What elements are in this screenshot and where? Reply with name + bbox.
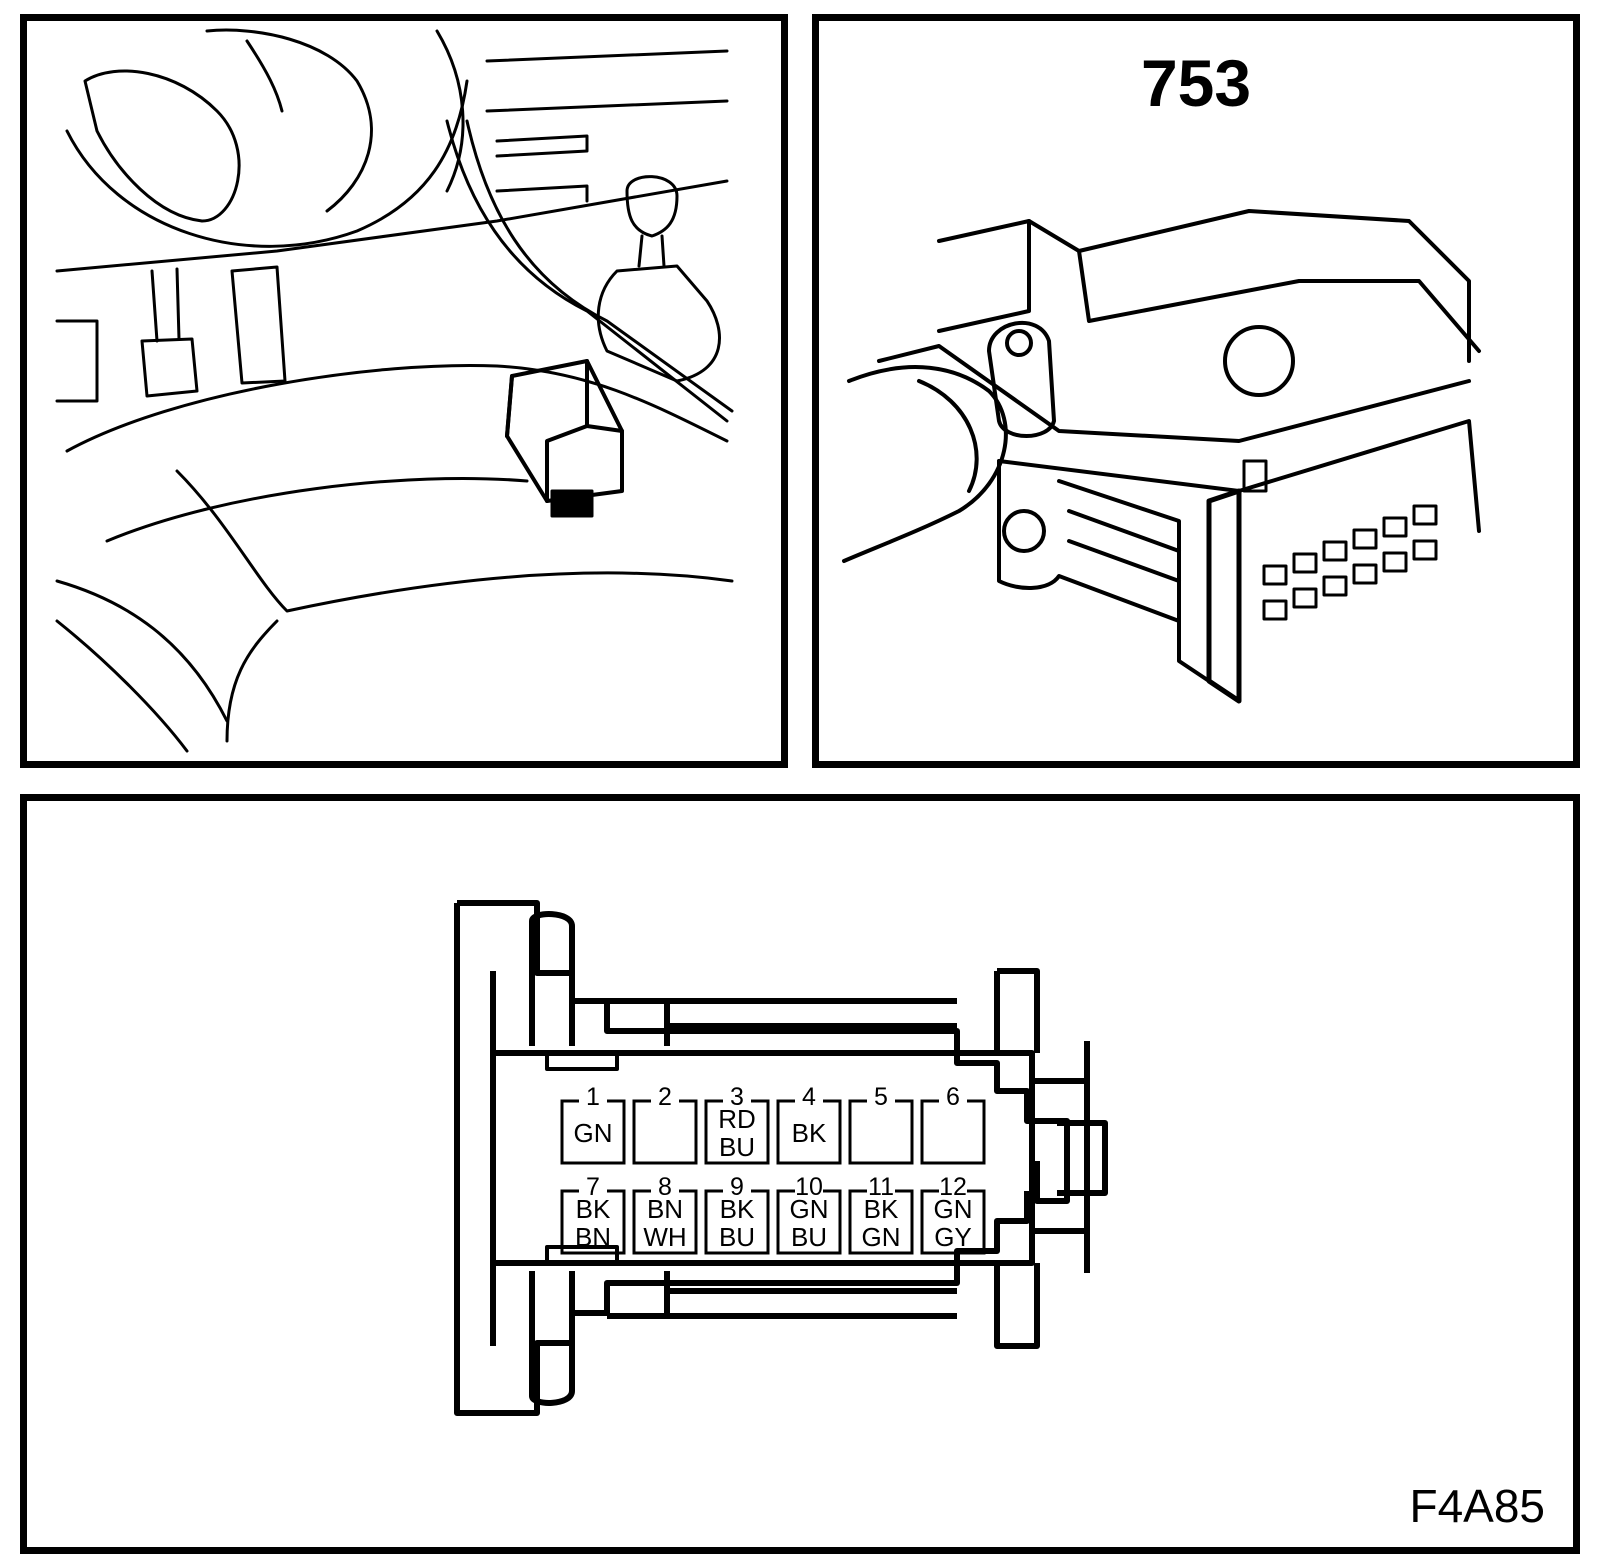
pin-wire-color: WH <box>643 1222 686 1252</box>
connector-3d-panel: 753 <box>812 14 1580 768</box>
pin-number: 4 <box>802 1083 816 1111</box>
pin-label-gap <box>795 1097 823 1105</box>
pin-wire-color: BU <box>719 1132 755 1162</box>
pin-1: 1GN <box>560 1083 626 1165</box>
pin-label-gap <box>867 1097 895 1105</box>
pin-cavities <box>1262 504 1438 621</box>
pin-wire-color: GN <box>862 1222 901 1252</box>
pin-wire-color: BK <box>792 1118 827 1148</box>
car-interior-drawing <box>55 28 734 753</box>
pin-wire-color: BN <box>575 1222 611 1252</box>
pin-number: 6 <box>946 1083 960 1111</box>
pin-label-gap <box>579 1187 607 1195</box>
pin-label-gap <box>723 1097 751 1105</box>
pin-6: 6 <box>920 1083 986 1165</box>
pin-wire-color: BK <box>576 1194 611 1224</box>
pin-wire-color: BU <box>719 1222 755 1252</box>
connector-3d-drawing <box>842 209 1481 704</box>
pin-number: 10 <box>795 1173 823 1201</box>
figure-code: F4A85 <box>1409 1480 1545 1532</box>
wiring-harness <box>842 365 1008 563</box>
pin-label-gap <box>867 1187 895 1195</box>
pin-number: 9 <box>730 1173 744 1201</box>
pin-label-gap <box>579 1097 607 1105</box>
steering-wheel <box>83 69 241 223</box>
pin-number: 1 <box>586 1083 600 1111</box>
connector-number-label: 753 <box>1140 46 1252 120</box>
pin-label-gap <box>939 1097 967 1105</box>
pedal <box>140 337 199 398</box>
pin-wire-color: RD <box>718 1104 756 1134</box>
pin-label-gap <box>939 1187 967 1195</box>
pedal <box>230 265 287 385</box>
pin-number: 3 <box>730 1083 744 1111</box>
pin-number: 5 <box>874 1083 888 1111</box>
pin-4: 4BK <box>776 1083 842 1165</box>
pin-wire-color: GN <box>574 1118 613 1148</box>
pin-label-gap <box>651 1097 679 1105</box>
pin-wire-color: BU <box>791 1222 827 1252</box>
pin-label-gap <box>795 1187 823 1195</box>
pin-wire-color: GY <box>934 1222 972 1252</box>
gear-lever <box>625 175 679 238</box>
pin-number: 12 <box>939 1173 967 1201</box>
latch-hole <box>1223 325 1295 397</box>
pin-number: 7 <box>586 1173 600 1201</box>
connector-body <box>490 1050 1035 1266</box>
pin-wire-color: GN <box>934 1194 973 1224</box>
pin-5: 5 <box>848 1083 914 1165</box>
pin-wire-color: BK <box>864 1194 899 1224</box>
location-illustration-panel <box>20 14 788 768</box>
pin-2: 2 <box>632 1083 698 1165</box>
pin-label-gap <box>723 1187 751 1195</box>
pin-wire-color: BK <box>720 1194 755 1224</box>
pin-number: 8 <box>658 1173 672 1201</box>
pin-label-gap <box>651 1187 679 1195</box>
pin-wire-color: GN <box>790 1194 829 1224</box>
pin-number: 11 <box>868 1173 894 1201</box>
pin-number: 2 <box>658 1083 672 1111</box>
pin-wire-color: BN <box>647 1194 683 1224</box>
